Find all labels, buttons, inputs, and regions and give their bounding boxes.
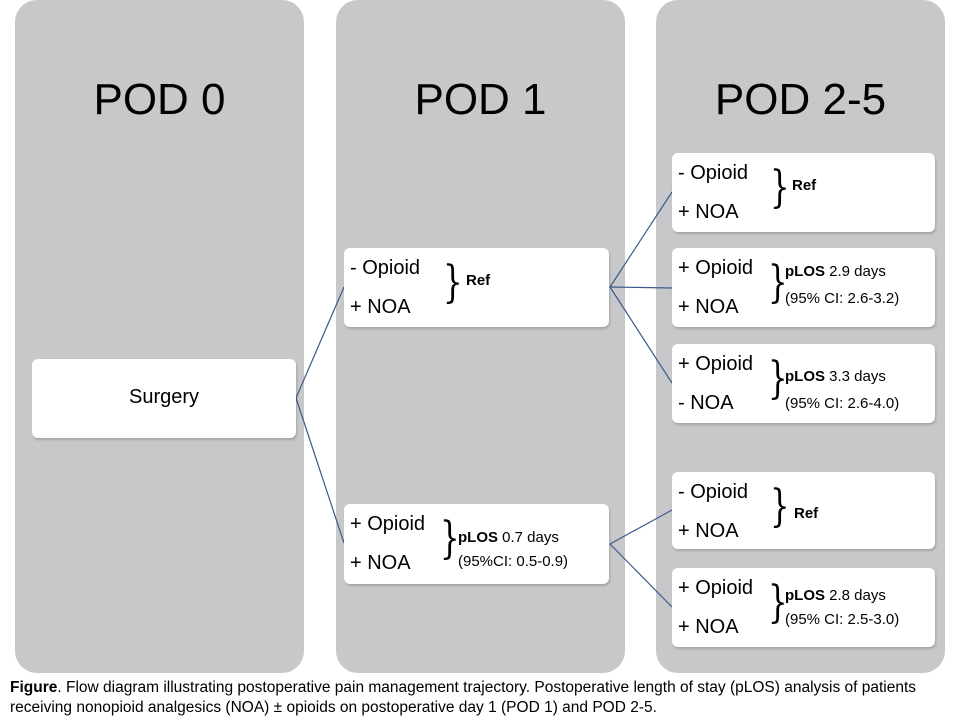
ci-text: (95% CI: 2.6-3.2) (785, 290, 900, 307)
connector-pod1-bottom-to-box5 (609, 543, 673, 608)
pod25-box-5: + Opioid + NOA } pLOS 2.8 days (95% CI: … (672, 568, 935, 647)
column-title: POD 2-5 (714, 75, 887, 124)
opioid-status: - Opioid (678, 481, 749, 503)
noa-status: + NOA (678, 616, 739, 638)
ref-label: Ref (794, 505, 819, 522)
ref-label: Ref (792, 177, 817, 194)
column-pod0: POD 0 (15, 0, 304, 673)
ci-text: (95% CI: 2.5-3.0) (785, 611, 900, 628)
noa-status: + NOA (678, 201, 739, 223)
pod25-box-1: - Opioid + NOA } Ref (672, 153, 935, 232)
opioid-status: + Opioid (678, 577, 754, 599)
opioid-status: - Opioid (350, 257, 421, 279)
pod25-box-2: + Opioid + NOA } pLOS 2.9 days (95% CI: … (672, 248, 935, 327)
brace-icon: } (443, 257, 463, 308)
noa-status: + NOA (350, 296, 411, 318)
opioid-status: + Opioid (350, 513, 426, 535)
surgery-box: Surgery (32, 359, 296, 438)
pod25-box-3: + Opioid - NOA } pLOS 3.3 days (95% CI: … (672, 344, 935, 423)
brace-icon: } (768, 257, 788, 308)
noa-status: + NOA (678, 520, 739, 542)
connector-pod1-bottom-to-box4 (609, 509, 673, 545)
figure-caption: Figure. Flow diagram illustrating postop… (10, 678, 955, 718)
plos-annotation: pLOS 2.9 days (785, 262, 886, 282)
pod1-box-opioid: + Opioid + NOA } pLOS 0.7 days (95%CI: 0… (344, 504, 609, 584)
brace-icon: } (768, 353, 788, 404)
plos-value: 2.9 days (825, 263, 886, 280)
connector-surgery-to-pod1-bottom (295, 397, 345, 544)
connector-pod1-top-to-box3 (609, 286, 673, 384)
plos-annotation: pLOS 2.8 days (785, 586, 886, 606)
pod25-box-4: - Opioid + NOA } Ref (672, 472, 935, 549)
caption-label: Figure (10, 679, 58, 696)
noa-status: + NOA (678, 296, 739, 318)
plos-label: pLOS (785, 587, 825, 604)
column-title: POD 0 (93, 75, 226, 124)
pod1-box-no-opioid: - Opioid + NOA } Ref (344, 248, 609, 327)
column-pod2-5: POD 2-5 (656, 0, 945, 673)
noa-status: + NOA (350, 552, 411, 574)
opioid-status: + Opioid (678, 257, 754, 279)
brace-icon: } (768, 577, 788, 628)
caption-text: . Flow diagram illustrating postoperativ… (10, 679, 917, 716)
plos-label: pLOS (458, 529, 498, 546)
ci-text: (95%CI: 0.5-0.9) (458, 553, 569, 570)
connector-pod1-top-to-box1 (609, 191, 673, 288)
opioid-status: - Opioid (678, 162, 749, 184)
column-title: POD 1 (414, 75, 547, 124)
plos-value: 3.3 days (825, 368, 886, 385)
plos-label: pLOS (785, 263, 825, 280)
plos-value: 0.7 days (498, 529, 559, 546)
surgery-label: Surgery (128, 386, 200, 408)
brace-icon: } (770, 481, 790, 532)
plos-annotation: pLOS 0.7 days (458, 528, 559, 548)
plos-label: pLOS (785, 368, 825, 385)
noa-status: - NOA (678, 392, 734, 414)
connector-surgery-to-pod1-top (295, 286, 345, 399)
plos-value: 2.8 days (825, 587, 886, 604)
plos-annotation: pLOS 3.3 days (785, 367, 886, 387)
ci-text: (95% CI: 2.6-4.0) (785, 395, 900, 412)
brace-icon: } (770, 162, 790, 213)
opioid-status: + Opioid (678, 353, 754, 375)
connector-pod1-top-to-box2 (609, 286, 673, 289)
brace-icon: } (440, 513, 460, 564)
ref-label: Ref (466, 272, 491, 289)
